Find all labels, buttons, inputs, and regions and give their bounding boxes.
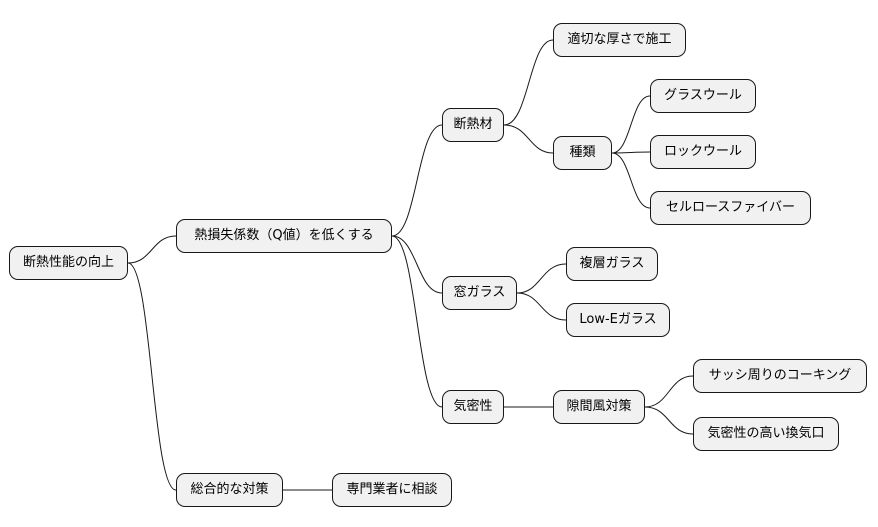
edge-qvalue-insulation bbox=[391, 124, 443, 237]
edge-insulation-thickness bbox=[503, 39, 554, 126]
node-gap-measures[interactable]: 隙間風対策 bbox=[553, 390, 645, 424]
node-cellulose-fiber[interactable]: セルロースファイバー bbox=[650, 191, 811, 225]
node-rock-wool[interactable]: ロックウール bbox=[650, 135, 756, 169]
edge-qvalue-airtight bbox=[391, 235, 443, 408]
edge-types-rockwool bbox=[611, 151, 651, 154]
edge-gap-sash bbox=[644, 375, 694, 408]
edge-root-comprehensive bbox=[127, 262, 177, 491]
node-insulation[interactable]: 断熱材 bbox=[442, 108, 504, 142]
node-consult-professional[interactable]: 専門業者に相談 bbox=[332, 473, 452, 507]
node-window-glass[interactable]: 窓ガラス bbox=[442, 276, 517, 310]
edge-root-qvalue bbox=[127, 235, 177, 264]
edge-window-double bbox=[516, 263, 567, 294]
node-low-e-glass[interactable]: Low-Eガラス bbox=[566, 303, 670, 337]
node-airtightness[interactable]: 気密性 bbox=[442, 390, 504, 424]
node-proper-thickness[interactable]: 適切な厚さで施工 bbox=[553, 23, 686, 57]
node-double-glazing[interactable]: 複層ガラス bbox=[566, 247, 658, 281]
node-sash-caulking[interactable]: サッシ周りのコーキング bbox=[693, 359, 867, 393]
root-node[interactable]: 断熱性能の向上 bbox=[9, 246, 128, 280]
node-types[interactable]: 種類 bbox=[553, 136, 612, 170]
node-q-value[interactable]: 熱損失係数（Q値）を低くする bbox=[176, 219, 392, 253]
edge-insulation-types bbox=[503, 124, 554, 154]
edge-types-glasswool bbox=[611, 95, 651, 154]
edge-qvalue-window bbox=[391, 235, 443, 294]
node-comprehensive[interactable]: 総合的な対策 bbox=[176, 473, 283, 507]
node-airtight-vent[interactable]: 気密性の高い換気口 bbox=[693, 417, 839, 451]
edge-window-lowe bbox=[516, 292, 567, 321]
edge-types-cellulose bbox=[611, 152, 651, 209]
node-glass-wool[interactable]: グラスウール bbox=[650, 79, 756, 113]
edge-gap-vent bbox=[644, 406, 694, 435]
